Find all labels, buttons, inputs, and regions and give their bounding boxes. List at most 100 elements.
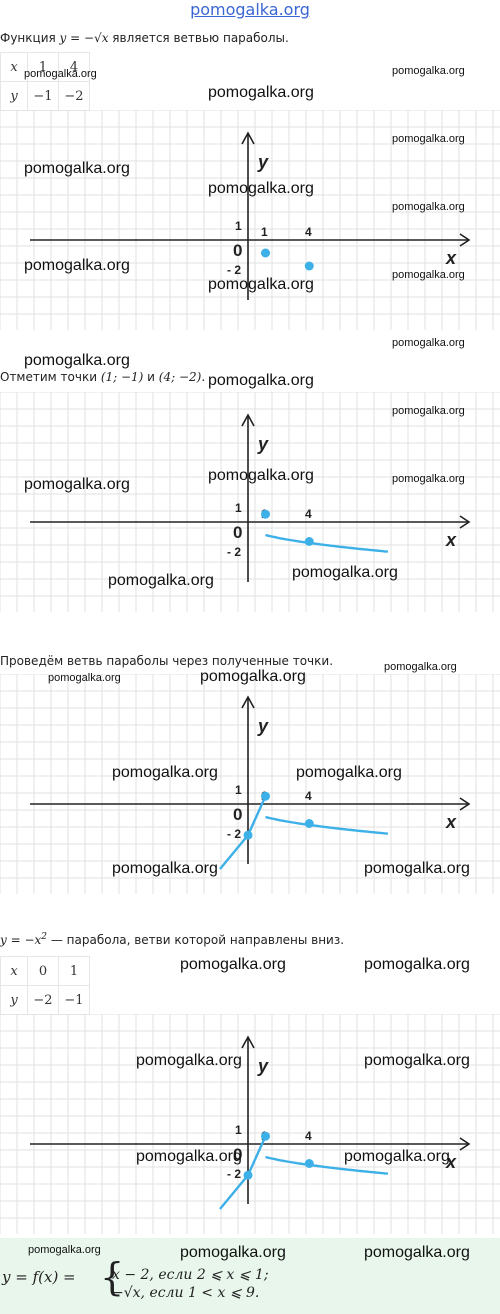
text-fragment: является ветвью параболы.: [108, 31, 289, 45]
table-cell: −2: [58, 81, 90, 111]
tick-label-y-minus-2: - 2: [227, 827, 241, 841]
watermark: pomogalka.org: [384, 661, 457, 673]
table-cell: 0: [27, 956, 59, 986]
x-axis-label: x: [445, 812, 457, 832]
watermark: pomogalka.org: [112, 764, 218, 781]
watermark: pomogalka.org: [364, 860, 470, 877]
section1-text: Функция y = −√x является ветвью параболы…: [0, 31, 289, 45]
y-axis-label: y: [257, 434, 269, 454]
watermark: pomogalka.org: [392, 269, 465, 281]
tick-label-y-minus-2: - 2: [227, 545, 241, 559]
watermark: pomogalka.org: [208, 372, 314, 389]
tick-label-y-1: 1: [235, 783, 242, 797]
tick-label-y-1: 1: [235, 1123, 242, 1137]
text-fragment: .: [201, 370, 206, 384]
y-axis-arrow: [241, 695, 255, 709]
section2-text: Отметим точки (1; −1) и (4; −2).: [0, 370, 205, 384]
math-exponent: 2: [41, 932, 48, 942]
watermark: pomogalka.org: [364, 1052, 470, 1069]
section3-text: Проведём ветвь параболы через полученные…: [0, 654, 333, 668]
watermark: pomogalka.org: [392, 337, 465, 349]
watermark: pomogalka.org: [392, 405, 465, 417]
tick-label-y-minus-2: - 2: [227, 1167, 241, 1181]
watermark: pomogalka.org: [24, 160, 130, 177]
math-expression: y = −√x: [59, 31, 109, 45]
formula-case-1: x − 2, если 2 ⩽ x ⩽ 1;: [112, 1267, 269, 1283]
watermark: pomogalka.org: [392, 65, 465, 77]
x-axis-arrow: [459, 797, 471, 811]
y-axis-label: y: [257, 1056, 269, 1076]
watermark: pomogalka.org: [180, 956, 286, 973]
table-cell: y: [0, 985, 28, 1015]
watermark: pomogalka.org: [24, 476, 130, 493]
watermark: pomogalka.org: [48, 672, 121, 684]
section4-text: y = −x2 — парабола, ветви которой направ…: [0, 932, 344, 947]
watermark: pomogalka.org: [392, 473, 465, 485]
table-cell: x: [0, 956, 28, 986]
point-0: [243, 830, 253, 840]
y-axis-label: y: [257, 716, 269, 736]
text-fragment: — парабола, ветви которой направлены вни…: [47, 933, 345, 947]
y-axis-arrow: [241, 413, 255, 427]
piecewise-formula: y = f(x) = { x − 2, если 2 ⩽ x ⩽ 1; −√x,…: [2, 1258, 269, 1301]
point-0: [243, 1170, 253, 1180]
x-axis-arrow: [459, 515, 471, 529]
final-formula-box: [0, 1238, 500, 1314]
table-cell: −1: [27, 81, 59, 111]
point-1: [261, 791, 270, 801]
watermark: pomogalka.org: [24, 68, 97, 80]
formula-cases: x − 2, если 2 ⩽ x ⩽ 1; −√x, если 1 < x ⩽…: [112, 1266, 269, 1302]
point-1: [261, 1131, 270, 1141]
watermark: pomogalka.org: [208, 467, 314, 484]
x-axis-label: x: [445, 1152, 457, 1172]
formula-case-2: −√x, если 1 < x ⩽ 9.: [112, 1285, 260, 1301]
tick-label-x-4: 4: [305, 789, 312, 803]
point-1: [261, 248, 270, 258]
origin-label: 0: [233, 241, 242, 260]
x-axis-label: x: [445, 248, 457, 268]
point-1: [261, 509, 270, 519]
tick-label-x-1: 1: [261, 225, 268, 239]
point-4: [304, 1159, 314, 1168]
table-cell: y: [0, 81, 28, 111]
x-axis-arrow: [459, 233, 471, 247]
watermark: pomogalka.org: [24, 257, 130, 274]
text-fragment: и: [143, 370, 159, 384]
watermark: pomogalka.org: [392, 201, 465, 213]
table-cell: −2: [27, 985, 59, 1015]
point-4: [304, 537, 314, 546]
watermark: pomogalka.org: [208, 180, 314, 197]
y-axis-arrow: [241, 1035, 255, 1049]
watermark: pomogalka.org: [392, 133, 465, 145]
curve-sqrt-branch: [265, 533, 389, 553]
watermark: pomogalka.org: [292, 564, 398, 581]
tick-label-y-minus-2: - 2: [227, 263, 241, 277]
tick-label-x-4: 4: [305, 507, 312, 521]
site-header-link[interactable]: pomogalka.org: [190, 0, 310, 19]
text-fragment: Проведём ветвь параболы через полученные…: [0, 654, 334, 668]
math-expression: (1; −1): [100, 370, 144, 384]
watermark: pomogalka.org: [112, 860, 218, 877]
tick-label-x-4: 4: [305, 1129, 312, 1143]
watermark: pomogalka.org: [136, 1052, 242, 1069]
watermark: pomogalka.org: [296, 764, 402, 781]
tick-label-x-4: 4: [305, 225, 312, 239]
watermark: pomogalka.org: [24, 352, 130, 369]
watermark: pomogalka.org: [364, 1244, 470, 1261]
value-table-1: x 1 4 y −1 −2: [0, 52, 90, 111]
table-cell: −1: [58, 985, 90, 1015]
watermark: pomogalka.org: [344, 1148, 450, 1165]
table-cell: 1: [58, 956, 90, 986]
formula-lhs: y = f(x) =: [2, 1268, 76, 1286]
curve-sqrt-branch: [265, 815, 389, 835]
math-expression: y = −x: [0, 933, 42, 947]
origin-label: 0: [233, 523, 242, 542]
watermark: pomogalka.org: [28, 1244, 101, 1256]
y-axis-label: y: [257, 152, 269, 172]
tick-label-y-1: 1: [235, 501, 242, 515]
watermark: pomogalka.org: [180, 1244, 286, 1261]
watermark: pomogalka.org: [208, 84, 314, 101]
table-cell: x: [0, 52, 28, 82]
